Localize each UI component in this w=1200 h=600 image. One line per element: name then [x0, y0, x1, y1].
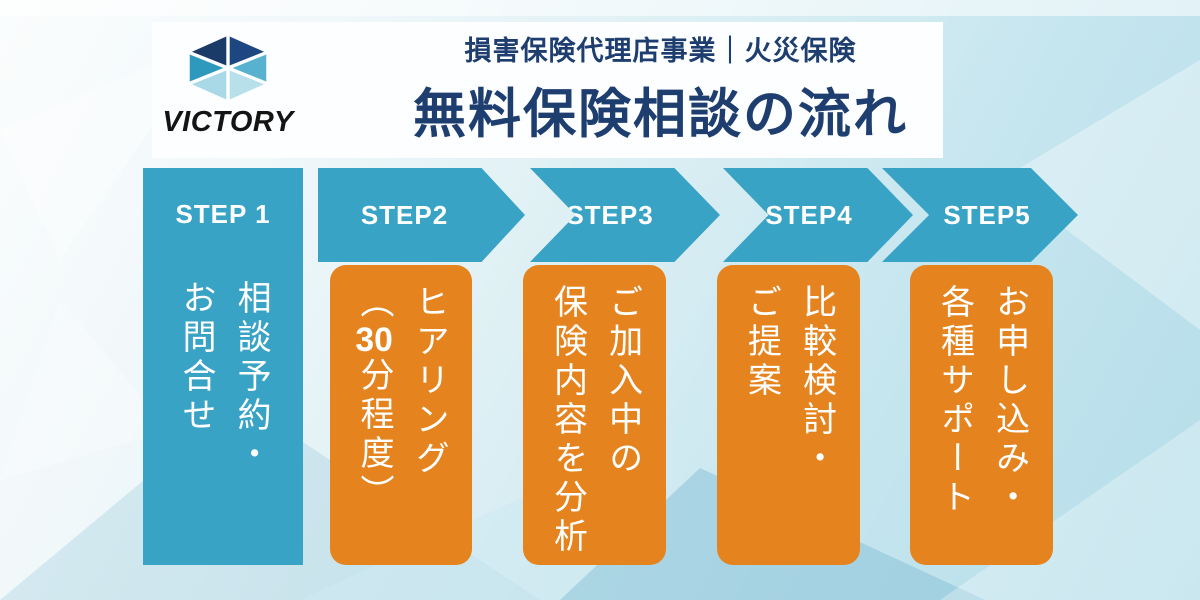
page-title: 無料保険相談の流れ [413, 85, 908, 144]
step4-description-box: 比較検討・ ご提案 [717, 265, 860, 565]
step2-description: ヒアリング （30分程度） [346, 284, 456, 565]
header-subtitle: 損害保険代理店事業｜火災保険 [464, 36, 857, 66]
step4-line2: ご提案 [742, 284, 781, 401]
step3-description-box: ご加入中の 保険内容を分析 [523, 265, 666, 565]
step3-description: ご加入中の 保険内容を分析 [539, 284, 649, 565]
step5-line2: 各種サポート [935, 284, 974, 518]
step5-description: お申し込み・ 各種サポート [926, 284, 1036, 565]
brand-logo: VICTORY [152, 34, 304, 139]
step3-line2: 保険内容を分析 [548, 284, 587, 557]
step2-line2: （30分程度） [355, 284, 393, 513]
header-titles: 損害保険代理店事業｜火災保険 無料保険相談の流れ [384, 22, 937, 148]
step2-label: STEP2 [360, 199, 449, 230]
step1-label: STEP 1 [175, 199, 271, 229]
step1-column: STEP 1 相談予約・ お問合せ [143, 168, 303, 565]
step4-line1: 比較検討・ [797, 284, 836, 479]
step2-duration-number: 30 [355, 323, 393, 357]
step5-label: STEP5 [943, 199, 1031, 230]
step4-label: STEP4 [765, 199, 853, 230]
step4-description: 比較検討・ ご提案 [733, 284, 843, 565]
step3-label: STEP3 [566, 199, 654, 230]
step2-arrow-header: STEP2 [318, 168, 525, 262]
header-panel: VICTORY 損害保険代理店事業｜火災保険 無料保険相談の流れ [152, 22, 943, 158]
step3-line1: ご加入中の [603, 284, 642, 479]
step5-line1: お申し込み・ [990, 284, 1029, 518]
brand-name: VICTORY [162, 106, 294, 138]
step1-line2: お問合せ [177, 280, 215, 436]
step2-line1: ヒアリング [410, 284, 449, 479]
victory-cube-logo-icon [188, 34, 268, 102]
step5-description-box: お申し込み・ 各種サポート [910, 265, 1053, 565]
step1-line1: 相談予約・ [232, 280, 271, 475]
step1-description: 相談予約・ お問合せ [168, 280, 278, 475]
step2-description-box: ヒアリング （30分程度） [330, 265, 472, 565]
